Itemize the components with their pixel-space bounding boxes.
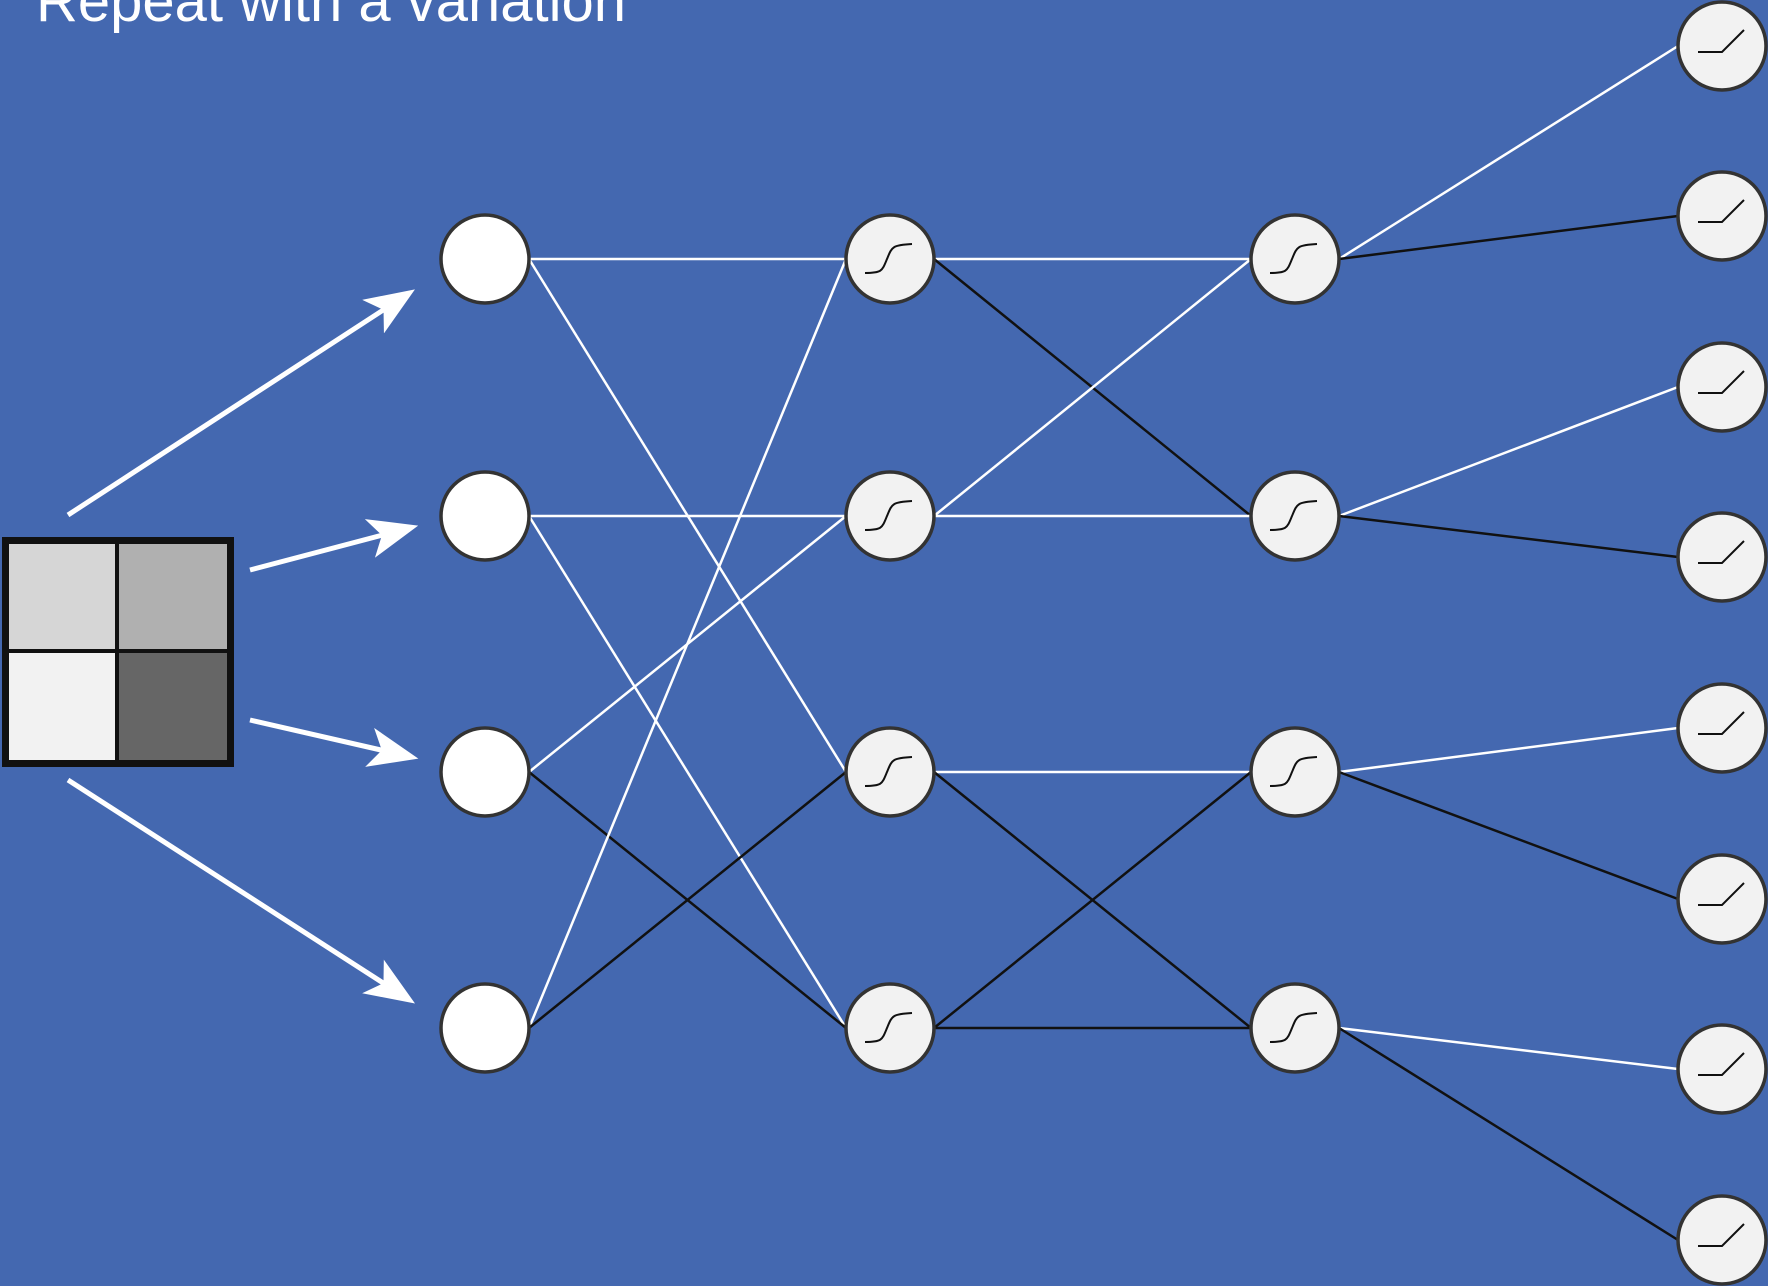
connections bbox=[527, 44, 1679, 1242]
input-node bbox=[439, 726, 531, 818]
node-circle bbox=[1249, 726, 1341, 818]
hidden-2-node bbox=[1249, 470, 1341, 562]
output-node bbox=[1676, 511, 1768, 603]
connection-positive bbox=[527, 515, 848, 1029]
hidden-2-node bbox=[1249, 982, 1341, 1074]
node-circle bbox=[1676, 1023, 1768, 1115]
connection-negative bbox=[933, 771, 1252, 1029]
relu-icon bbox=[1698, 540, 1745, 564]
pixel-bottom-left bbox=[9, 653, 115, 760]
output-node bbox=[1676, 1194, 1768, 1286]
output-node bbox=[1676, 853, 1768, 945]
node-circle bbox=[1249, 213, 1341, 305]
relu-icon bbox=[1698, 29, 1745, 53]
input-node bbox=[439, 213, 531, 305]
node-circle bbox=[844, 470, 936, 562]
connection-positive bbox=[1338, 1026, 1679, 1071]
pixel-top-left bbox=[9, 544, 115, 649]
node-circle bbox=[1676, 1194, 1768, 1286]
relu-icon bbox=[1698, 882, 1745, 906]
node-circle bbox=[844, 213, 936, 305]
sigmoid-icon bbox=[1269, 1012, 1318, 1043]
sigmoid-icon bbox=[864, 243, 913, 274]
connection-positive bbox=[1338, 726, 1679, 774]
arrow-to-input-3 bbox=[249, 717, 419, 767]
connection-negative bbox=[1338, 1026, 1679, 1242]
sigmoid-icon bbox=[1269, 243, 1318, 274]
node-circle bbox=[844, 982, 936, 1074]
arrow-to-input-4 bbox=[66, 777, 416, 1004]
node-circle bbox=[1676, 511, 1768, 603]
node-circle bbox=[1676, 170, 1768, 262]
output-node bbox=[1676, 341, 1768, 433]
hidden-1-node bbox=[844, 726, 936, 818]
hidden-2-node bbox=[1249, 213, 1341, 305]
nodes bbox=[439, 0, 1768, 1286]
input-node bbox=[439, 982, 531, 1074]
hidden-1-node bbox=[844, 982, 936, 1074]
relu-icon bbox=[1698, 1052, 1745, 1076]
output-node bbox=[1676, 0, 1768, 92]
sigmoid-icon bbox=[864, 500, 913, 531]
input-node bbox=[439, 470, 531, 562]
arrow-to-input-2 bbox=[249, 519, 419, 573]
relu-icon bbox=[1698, 711, 1745, 735]
sigmoid-icon bbox=[1269, 756, 1318, 787]
node-circle bbox=[439, 726, 531, 818]
node-circle bbox=[439, 470, 531, 562]
input-arrows bbox=[66, 289, 419, 1004]
sigmoid-icon bbox=[864, 756, 913, 787]
input-image bbox=[2, 537, 234, 767]
node-circle bbox=[1676, 682, 1768, 774]
output-node bbox=[1676, 170, 1768, 262]
node-circle bbox=[1676, 341, 1768, 433]
connection-negative bbox=[528, 771, 847, 1029]
hidden-1-node bbox=[844, 470, 936, 562]
relu-icon bbox=[1698, 370, 1745, 394]
connection-negative bbox=[1338, 770, 1679, 901]
output-node bbox=[1676, 682, 1768, 774]
hidden-2-node bbox=[1249, 726, 1341, 818]
sigmoid-icon bbox=[1269, 500, 1318, 531]
node-circle bbox=[1249, 470, 1341, 562]
relu-icon bbox=[1698, 1223, 1745, 1247]
node-circle bbox=[1676, 0, 1768, 92]
output-node bbox=[1676, 1023, 1768, 1115]
node-circle bbox=[439, 982, 531, 1074]
sigmoid-icon bbox=[864, 1012, 913, 1043]
node-circle bbox=[439, 213, 531, 305]
hidden-1-node bbox=[844, 213, 936, 305]
connection-negative bbox=[1338, 214, 1679, 261]
pixel-bottom-right bbox=[119, 653, 227, 760]
slide-title: Repeat with a variation bbox=[36, 0, 626, 34]
node-circle bbox=[1249, 982, 1341, 1074]
connection-positive bbox=[1338, 385, 1679, 518]
connection-positive bbox=[933, 258, 1252, 517]
connection-positive bbox=[1338, 44, 1679, 261]
connection-negative bbox=[1338, 514, 1679, 559]
relu-icon bbox=[1698, 199, 1745, 223]
pixel-top-right bbox=[119, 544, 227, 649]
arrow-to-input-1 bbox=[66, 289, 415, 518]
connection-positive bbox=[527, 258, 848, 1029]
node-circle bbox=[844, 726, 936, 818]
node-circle bbox=[1676, 853, 1768, 945]
